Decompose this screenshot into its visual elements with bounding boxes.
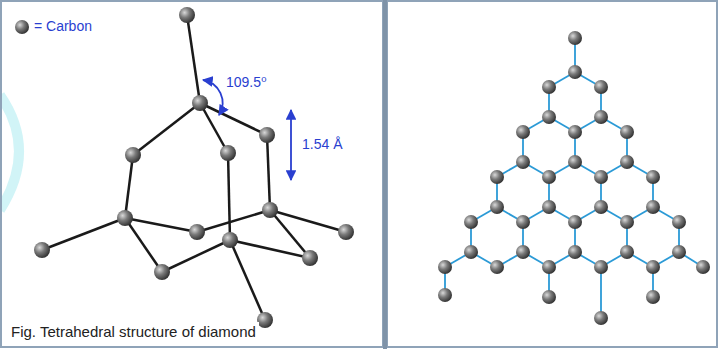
lattice-atoms [438, 31, 710, 325]
figure-caption: Fig. Tetrahedral structure of diamond [8, 322, 259, 341]
right-panel-frame [387, 1, 717, 347]
left-panel-frame [1, 1, 383, 347]
watermark-arc [0, 95, 19, 210]
legend-text: = Carbon [34, 18, 92, 34]
lattice-bonds [445, 38, 703, 318]
cage-bonds [42, 15, 346, 320]
angle-label: 109.5⁰ [224, 74, 269, 90]
length-label: 1.54 Å [300, 136, 344, 152]
panel-divider [383, 0, 387, 349]
legend-atom [15, 20, 29, 34]
length-arrow [290, 110, 292, 180]
cage-atoms [34, 7, 354, 328]
angle-arc [203, 80, 223, 115]
